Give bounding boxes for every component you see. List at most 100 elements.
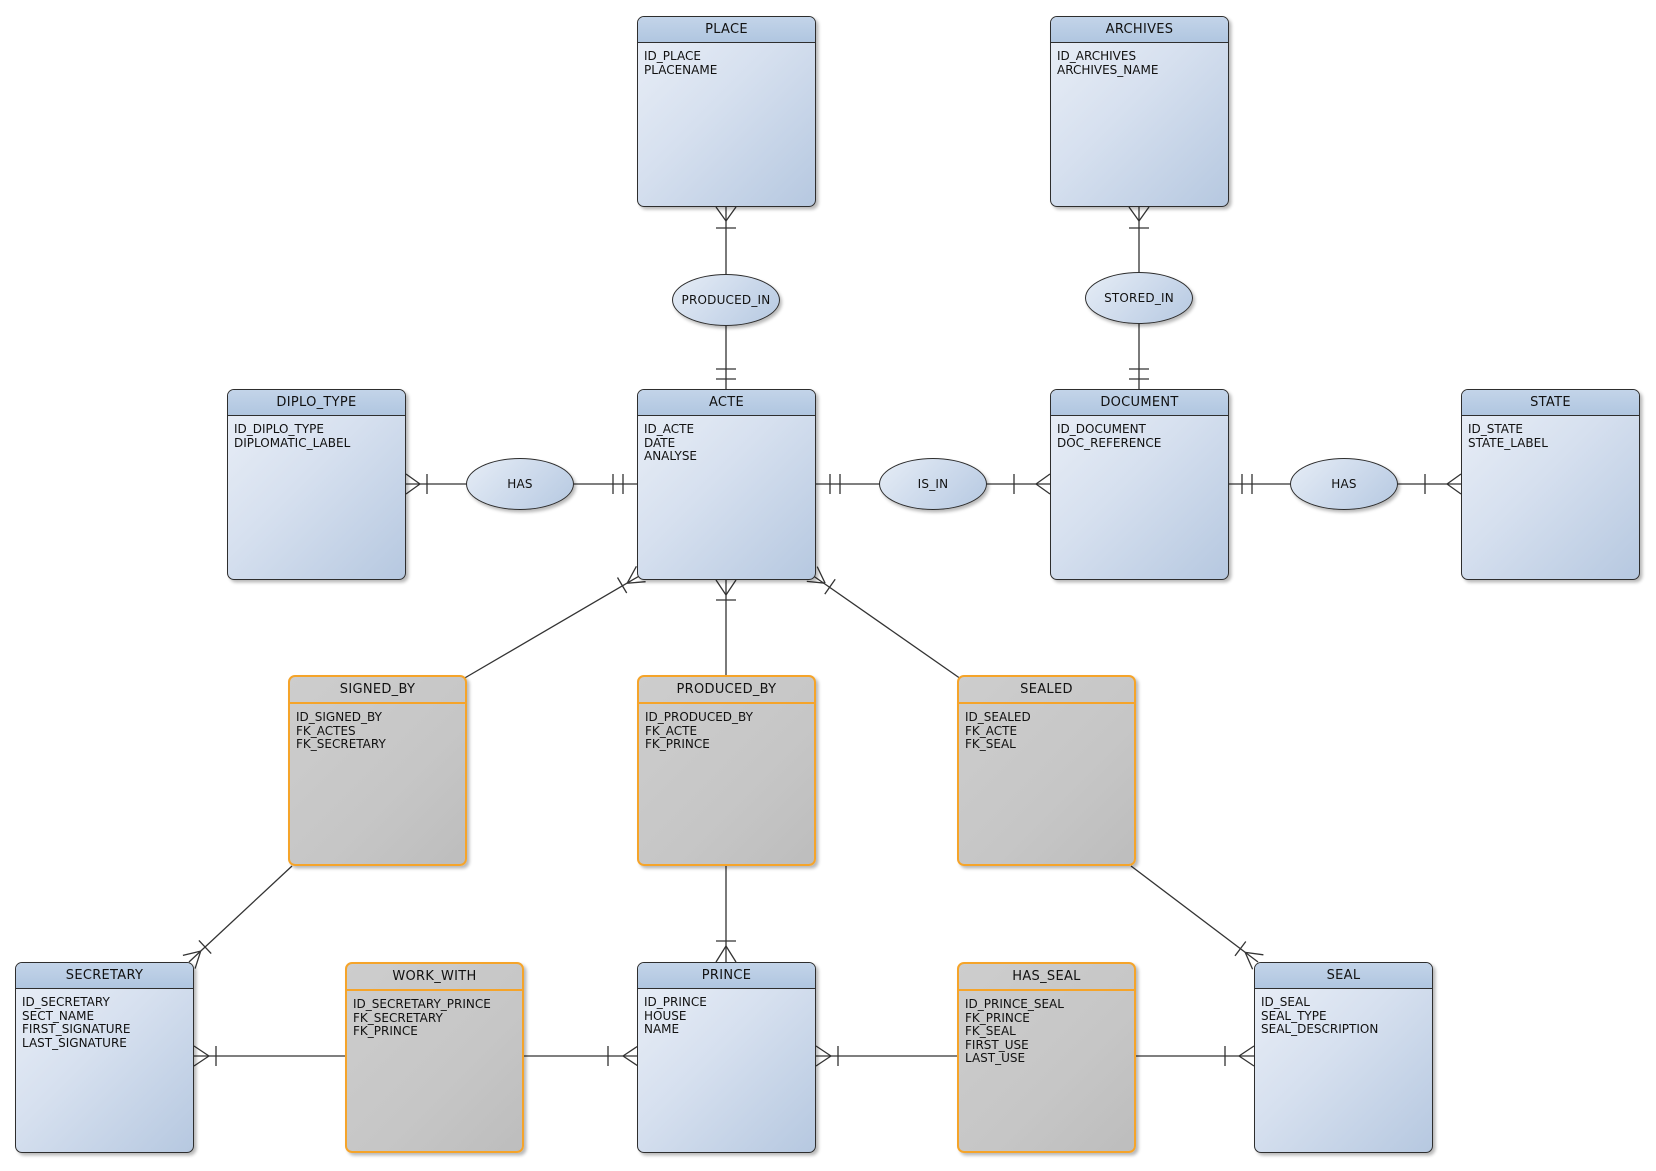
attribute: SEAL_DESCRIPTION bbox=[1261, 1022, 1379, 1036]
attribute: FK_SECRETARY bbox=[296, 737, 386, 751]
entity-seal[interactable]: SEAL ID_SEAL SEAL_TYPE SEAL_DESCRIPTION bbox=[1254, 962, 1433, 1153]
junction-sealed[interactable]: SEALED ID_SEALED FK_ACTE FK_SEAL bbox=[957, 675, 1136, 866]
attribute: PLACENAME bbox=[644, 62, 718, 77]
connector-produced-by-prince bbox=[715, 866, 737, 963]
attribute: DOC_REFERENCE bbox=[1057, 435, 1162, 450]
attribute: LAST_SIGNATURE bbox=[22, 1035, 127, 1050]
attribute: ID_SECRETARY_PRINCE bbox=[353, 997, 491, 1011]
attribute: FK_SEAL bbox=[965, 1024, 1016, 1038]
junction-title: WORK_WITH bbox=[347, 964, 522, 991]
entity-diplo-type[interactable]: DIPLO_TYPE ID_DIPLO_TYPE DIPLOMATIC_LABE… bbox=[227, 389, 406, 580]
relationship-has-diplo-type[interactable]: HAS bbox=[466, 458, 574, 510]
entity-document[interactable]: DOCUMENT ID_DOCUMENT DOC_REFERENCE bbox=[1050, 389, 1229, 580]
attribute: ID_DIPLO_TYPE bbox=[234, 422, 324, 436]
connector-diplo-type-has bbox=[405, 473, 467, 495]
attribute-list: ID_STATE STATE_LABEL bbox=[1462, 416, 1639, 450]
attribute: FK_PRINCE bbox=[645, 737, 710, 751]
attribute: ID_STATE bbox=[1468, 422, 1523, 436]
attribute: DIPLOMATIC_LABEL bbox=[234, 435, 351, 450]
attribute: FIRST_USE bbox=[965, 1037, 1029, 1052]
attribute-list: ID_DIPLO_TYPE DIPLOMATIC_LABEL bbox=[228, 416, 405, 450]
relationship-label: HAS bbox=[507, 477, 533, 491]
attribute: ID_PLACE bbox=[644, 49, 701, 63]
attribute: SECT_NAME bbox=[22, 1008, 95, 1023]
attribute-list: ID_SECRETARY_PRINCE FK_SECRETARY FK_PRIN… bbox=[347, 991, 522, 1039]
connector-work-with-prince bbox=[524, 1045, 639, 1067]
attribute: ID_PRODUCED_BY bbox=[645, 710, 753, 724]
entity-secretary[interactable]: SECRETARY ID_SECRETARY SECT_NAME FIRST_S… bbox=[15, 962, 194, 1153]
attribute: FK_SEAL bbox=[965, 737, 1016, 751]
connector-has-seal-seal bbox=[1136, 1045, 1255, 1067]
entity-archives[interactable]: ARCHIVES ID_ARCHIVES ARCHIVES_NAME bbox=[1050, 16, 1229, 207]
attribute: ID_PRINCE_SEAL bbox=[965, 997, 1064, 1011]
attribute: ID_ACTE bbox=[644, 422, 695, 436]
attribute-list: ID_ARCHIVES ARCHIVES_NAME bbox=[1051, 43, 1228, 77]
attribute: NAME bbox=[644, 1022, 680, 1036]
entity-title: ACTE bbox=[638, 390, 815, 416]
attribute-list: ID_SIGNED_BY FK_ACTES FK_SECRETARY bbox=[290, 704, 465, 752]
entity-title: SECRETARY bbox=[16, 963, 193, 989]
connector-stored-in-document bbox=[1129, 324, 1149, 389]
relationship-label: IS_IN bbox=[917, 477, 949, 491]
connector-acte-sealed bbox=[806, 566, 962, 680]
relationship-has-state[interactable]: HAS bbox=[1290, 458, 1398, 510]
junction-has-seal[interactable]: HAS_SEAL ID_PRINCE_SEAL FK_PRINCE FK_SEA… bbox=[957, 962, 1136, 1153]
attribute-list: ID_PLACE PLACENAME bbox=[638, 43, 815, 77]
junction-work-with[interactable]: WORK_WITH ID_SECRETARY_PRINCE FK_SECRETA… bbox=[345, 962, 524, 1153]
attribute: FK_ACTES bbox=[296, 723, 356, 738]
attribute: FIRST_SIGNATURE bbox=[22, 1022, 131, 1036]
connector-acte-signed-by bbox=[462, 565, 646, 680]
attribute: STATE_LABEL bbox=[1468, 435, 1548, 450]
attribute: ID_SEAL bbox=[1261, 995, 1310, 1009]
connector-sealed-seal bbox=[1130, 865, 1264, 970]
relationship-label: PRODUCED_IN bbox=[681, 293, 771, 307]
attribute: FK_ACTE bbox=[965, 723, 1018, 738]
entity-title: ARCHIVES bbox=[1051, 17, 1228, 43]
attribute-list: ID_DOCUMENT DOC_REFERENCE bbox=[1051, 416, 1228, 450]
connector-signed-by-secretary bbox=[182, 865, 293, 969]
entity-state[interactable]: STATE ID_STATE STATE_LABEL bbox=[1461, 389, 1640, 580]
attribute-list: ID_PRINCE HOUSE NAME bbox=[638, 989, 815, 1037]
entity-title: PRINCE bbox=[638, 963, 815, 989]
relationship-produced-in[interactable]: PRODUCED_IN bbox=[672, 274, 780, 326]
attribute: ID_SIGNED_BY bbox=[296, 710, 382, 724]
attribute-list: ID_ACTE DATE ANALYSE bbox=[638, 416, 815, 464]
attribute-list: ID_SECRETARY SECT_NAME FIRST_SIGNATURE L… bbox=[16, 989, 193, 1050]
connector-prince-has-seal bbox=[815, 1045, 957, 1067]
junction-title: SIGNED_BY bbox=[290, 677, 465, 704]
junction-title: SEALED bbox=[959, 677, 1134, 704]
connector-place-produced-in bbox=[715, 206, 737, 275]
connector-acte-is-in bbox=[816, 474, 880, 494]
connector-produced-in-acte bbox=[716, 326, 736, 389]
junction-produced-by[interactable]: PRODUCED_BY ID_PRODUCED_BY FK_ACTE FK_PR… bbox=[637, 675, 816, 866]
entity-title: STATE bbox=[1462, 390, 1639, 416]
attribute: ANALYSE bbox=[644, 449, 698, 463]
entity-acte[interactable]: ACTE ID_ACTE DATE ANALYSE bbox=[637, 389, 816, 580]
attribute: ID_DOCUMENT bbox=[1057, 422, 1146, 436]
attribute: FK_PRINCE bbox=[353, 1024, 418, 1038]
attribute: ARCHIVES_NAME bbox=[1057, 62, 1159, 77]
junction-title: HAS_SEAL bbox=[959, 964, 1134, 991]
attribute: LAST_USE bbox=[965, 1051, 1026, 1065]
junction-signed-by[interactable]: SIGNED_BY ID_SIGNED_BY FK_ACTES FK_SECRE… bbox=[288, 675, 467, 866]
connector-is-in-document bbox=[986, 473, 1051, 495]
junction-title: PRODUCED_BY bbox=[639, 677, 814, 704]
entity-place[interactable]: PLACE ID_PLACE PLACENAME bbox=[637, 16, 816, 207]
relationship-stored-in[interactable]: STORED_IN bbox=[1085, 272, 1193, 324]
attribute: ID_ARCHIVES bbox=[1057, 49, 1137, 63]
connector-archives-stored-in bbox=[1128, 206, 1150, 273]
attribute-list: ID_PRODUCED_BY FK_ACTE FK_PRINCE bbox=[639, 704, 814, 752]
relationship-is-in[interactable]: IS_IN bbox=[879, 458, 987, 510]
attribute: ID_SECRETARY bbox=[22, 995, 110, 1009]
connector-secretary-work-with bbox=[193, 1045, 345, 1067]
attribute: ID_SEALED bbox=[965, 710, 1031, 724]
attribute: ID_PRINCE bbox=[644, 995, 707, 1009]
connector-has-state bbox=[1397, 473, 1462, 495]
entity-prince[interactable]: PRINCE ID_PRINCE HOUSE NAME bbox=[637, 962, 816, 1153]
connector-has-acte bbox=[573, 474, 638, 494]
attribute: DATE bbox=[644, 435, 676, 450]
entity-title: SEAL bbox=[1255, 963, 1432, 989]
attribute: HOUSE bbox=[644, 1008, 687, 1023]
attribute-list: ID_SEALED FK_ACTE FK_SEAL bbox=[959, 704, 1134, 752]
